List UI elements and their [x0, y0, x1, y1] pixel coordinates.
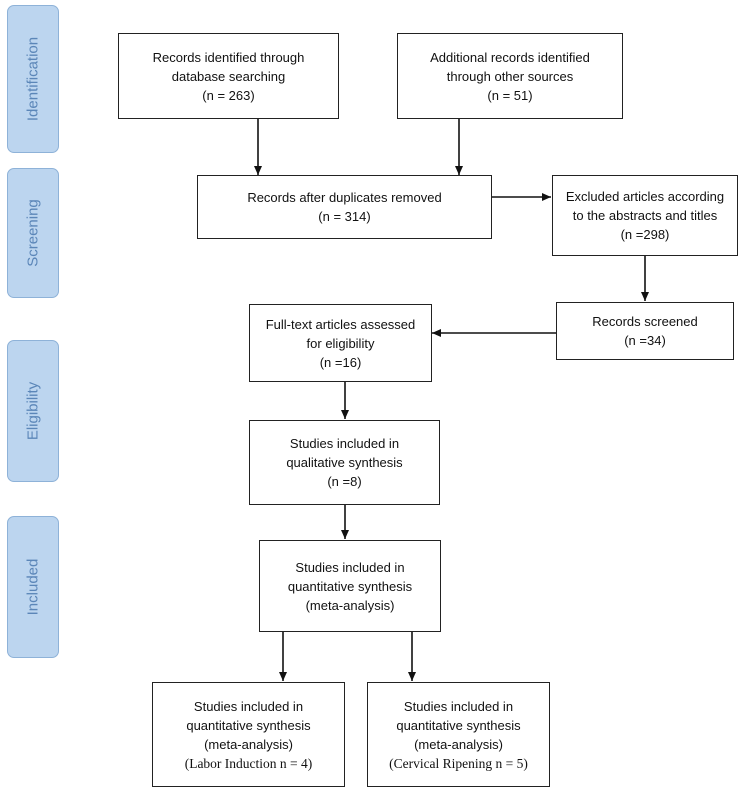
phase-screening: Screening [7, 168, 59, 298]
quantitative-line2: quantitative synthesis [287, 578, 413, 594]
box-records-screened: Records screened (n =34) [556, 302, 734, 360]
box-labor-induction: Studies included in quantitative synthes… [152, 682, 345, 787]
full-text-line2: for eligibility [306, 335, 375, 351]
box-additional-records: Additional records identified through ot… [397, 33, 623, 119]
labor-induction-line2: quantitative synthesis [186, 717, 311, 733]
box-excluded-articles: Excluded articles according to the abstr… [552, 175, 738, 256]
full-text-line1: Full-text articles assessed [265, 316, 416, 332]
records-identified-count: (n = 263) [202, 87, 255, 103]
records-identified-line1: Records identified through [152, 49, 305, 65]
excluded-articles-count: (n =298) [620, 227, 670, 242]
cervical-ripening-line1: Studies included in [403, 698, 514, 714]
cervical-ripening-line2: quantitative synthesis [396, 717, 521, 733]
duplicates-removed-count: (n = 314) [318, 209, 371, 224]
quantitative-line3: (meta-analysis) [305, 597, 395, 613]
box-full-text: Full-text articles assessed for eligibil… [249, 304, 432, 382]
duplicates-removed-line1: Records after duplicates removed [247, 190, 442, 205]
qualitative-count: (n =8) [327, 474, 362, 489]
records-screened-count: (n =34) [624, 333, 666, 348]
excluded-articles-line2: to the abstracts and titles [572, 208, 718, 223]
qualitative-line1: Studies included in [289, 436, 400, 451]
quantitative-line1: Studies included in [295, 559, 405, 575]
records-identified-line2: database searching [171, 68, 286, 84]
box-records-identified: Records identified through database sear… [118, 33, 339, 119]
additional-records-line1: Additional records identified [430, 49, 590, 65]
excluded-articles-line1: Excluded articles according [565, 189, 725, 204]
labor-induction-count: (Labor Induction n = 4) [184, 755, 313, 771]
box-duplicates-removed: Records after duplicates removed (n = 31… [197, 175, 492, 239]
cervical-ripening-count: (Cervical Ripening n = 5) [389, 755, 528, 771]
box-quantitative: Studies included in quantitative synthes… [259, 540, 441, 632]
box-cervical-ripening: Studies included in quantitative synthes… [367, 682, 550, 787]
records-screened-line1: Records screened [592, 314, 698, 329]
full-text-count: (n =16) [319, 354, 362, 370]
qualitative-line2: qualitative synthesis [286, 455, 403, 470]
phase-identification: Identification [7, 5, 59, 153]
additional-records-line2: through other sources [446, 68, 574, 84]
phase-eligibility: Eligibility [7, 340, 59, 482]
labor-induction-line3: (meta-analysis) [204, 736, 293, 752]
phase-included: Included [7, 516, 59, 658]
box-qualitative: Studies included in qualitative synthesi… [249, 420, 440, 505]
cervical-ripening-line3: (meta-analysis) [414, 736, 503, 752]
additional-records-count: (n = 51) [487, 87, 533, 103]
labor-induction-line1: Studies included in [193, 698, 304, 714]
